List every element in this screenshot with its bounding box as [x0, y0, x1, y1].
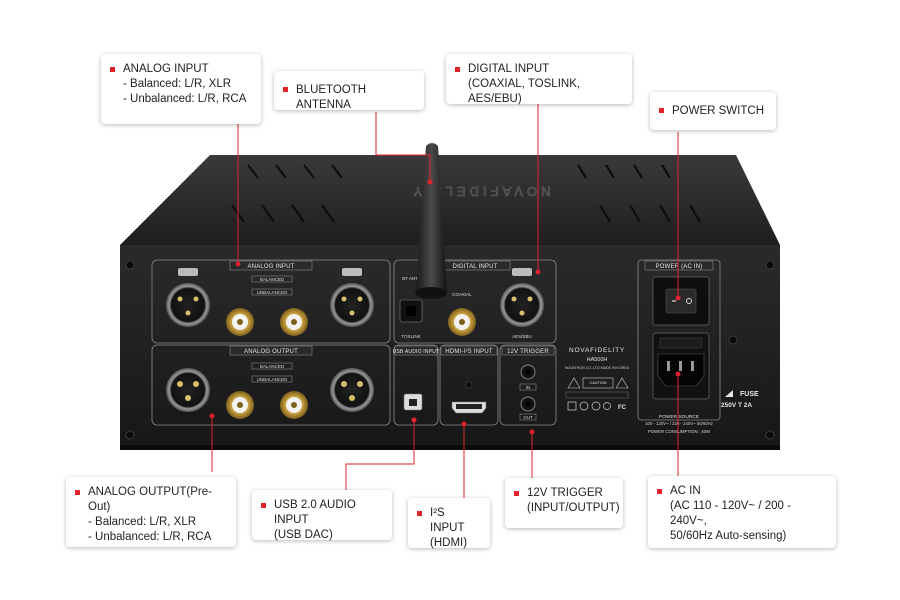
power-consumption: POWER CONSUMPTION : 40W — [648, 429, 711, 434]
callout-line: (INPUT/OUTPUT) — [527, 502, 620, 514]
callout-digital-input: DIGITAL INPUT (COAXIAL, TOSLINK, AES/EBU… — [446, 54, 632, 105]
analog-out-balanced-label: BALANCED — [260, 364, 285, 369]
bullet-icon — [657, 489, 662, 494]
analog-input-section — [151, 259, 391, 344]
label-analog-output: ANALOG OUTPUT — [244, 349, 298, 355]
callout-line: - Unbalanced: L/R, RCA — [88, 531, 212, 543]
callout-12v-trigger: 12V TRIGGER (INPUT/OUTPUT) — [505, 478, 623, 528]
label-12v-trigger: 12V TRIGGER — [507, 349, 549, 355]
callout-title: POWER SWITCH — [672, 105, 764, 117]
rating-brand: NOVAFIDELITY — [569, 347, 625, 354]
aes-ebu-label: AES/EBU — [512, 334, 532, 339]
digital-input-section — [393, 259, 557, 344]
analog-in-unbalanced-label: UNBALANCED — [257, 290, 289, 295]
callout-line: (HDMI) — [430, 537, 468, 549]
callout-analog-input: ANALOG INPUT - Balanced: L/R, XLR - Unba… — [101, 54, 261, 124]
callout-bluetooth-antenna: BLUETOOTH ANTENNA — [274, 71, 424, 111]
trigger-out-label: OUT — [523, 415, 533, 420]
trigger-in-label: IN — [526, 385, 531, 390]
coaxial-label: COAXIAL — [452, 292, 472, 297]
power-source-value: 100 - 120V~ / 220 - 240V~ 50/60Hz — [645, 421, 713, 426]
analog-input-connectors — [166, 268, 374, 336]
callout-line: - Balanced: L/R, XLR — [123, 78, 232, 90]
bullet-icon — [455, 67, 460, 72]
label-hdmi-input: HDMI-I²S INPUT — [445, 349, 493, 355]
callout-line: (USB DAC) — [274, 529, 333, 541]
label-digital-input: DIGITAL INPUT — [453, 264, 498, 270]
bullet-icon — [110, 67, 115, 72]
label-power-ac-in: POWER (AC IN) — [656, 264, 703, 270]
power-source-title: POWER SOURCE — [659, 414, 699, 420]
top-brand-logo: NOVAFIDELITY — [410, 184, 551, 199]
callout-title: DIGITAL INPUT — [468, 63, 550, 75]
bullet-icon — [659, 108, 664, 113]
trigger-section — [499, 344, 557, 426]
fuse-rating: 250V T 2A — [721, 402, 752, 409]
leader-lines — [211, 104, 679, 498]
fuse-label: FUSE — [740, 391, 759, 398]
rating-maker: NOVATRON CO.,LTD MADE IN KOREA — [565, 366, 630, 370]
callout-line: 50/60Hz Auto-sensing) — [670, 530, 787, 542]
power-section — [637, 259, 721, 421]
callout-title: I²S INPUT — [430, 507, 465, 534]
callout-title: USB 2.0 AUDIO INPUT — [274, 499, 356, 526]
panel-screws — [125, 260, 775, 440]
callout-line: - Unbalanced: L/R, RCA — [123, 93, 247, 105]
callout-line: (COAXIAL, TOSLINK, AES/EBU) — [468, 78, 581, 105]
callout-power-switch: POWER SWITCH — [650, 92, 776, 130]
bt-ant-label: BT ANT — [402, 276, 418, 281]
callout-title: BLUETOOTH ANTENNA — [296, 84, 367, 111]
callout-i2s-input: I²S INPUT (HDMI) — [408, 498, 490, 549]
label-usb-audio-input: USB AUDIO INPUT — [393, 349, 440, 355]
usb-input-section — [393, 344, 439, 426]
callout-line: (AC 110 - 120V~ / 200 - 240V~, — [670, 500, 791, 527]
callout-title: AC IN — [670, 485, 701, 497]
chassis-top — [120, 155, 780, 245]
power-rocker-switch[interactable] — [665, 288, 697, 314]
bullet-icon — [283, 87, 288, 92]
label-analog-input: ANALOG INPUT — [247, 264, 294, 270]
analog-output-section — [151, 344, 391, 426]
analog-output-connectors — [166, 368, 374, 419]
digital-input-connectors — [399, 268, 544, 336]
callout-title: ANALOG INPUT — [123, 63, 209, 75]
bluetooth-antenna — [416, 143, 447, 296]
leader-dots — [209, 179, 681, 435]
bullet-icon — [417, 511, 422, 516]
callout-analog-output: ANALOG OUTPUT(Pre-Out) - Balanced: L/R, … — [66, 477, 236, 547]
callout-line: - Balanced: L/R, XLR — [88, 516, 197, 528]
callout-usb-input: USB 2.0 AUDIO INPUT (USB DAC) — [252, 490, 392, 541]
bullet-icon — [261, 503, 266, 508]
analog-in-balanced-label: BALANCED — [260, 277, 285, 282]
rating-model: HA500H — [587, 357, 608, 363]
analog-out-unbalanced-label: UNBALANCED — [257, 377, 289, 382]
rating-caution: CAUTION — [589, 381, 606, 385]
trigger-jacks — [519, 364, 537, 421]
fc-mark: FC — [618, 405, 627, 411]
callout-title: 12V TRIGGER — [527, 487, 603, 499]
callout-ac-in: AC IN (AC 110 - 120V~ / 200 - 240V~, 50/… — [648, 476, 836, 548]
bullet-icon — [75, 490, 80, 495]
toslink-label: TOSLINK — [401, 334, 420, 339]
hdmi-input-section — [439, 344, 499, 426]
bullet-icon — [514, 491, 519, 496]
callout-title: ANALOG OUTPUT(Pre-Out) — [88, 486, 212, 513]
